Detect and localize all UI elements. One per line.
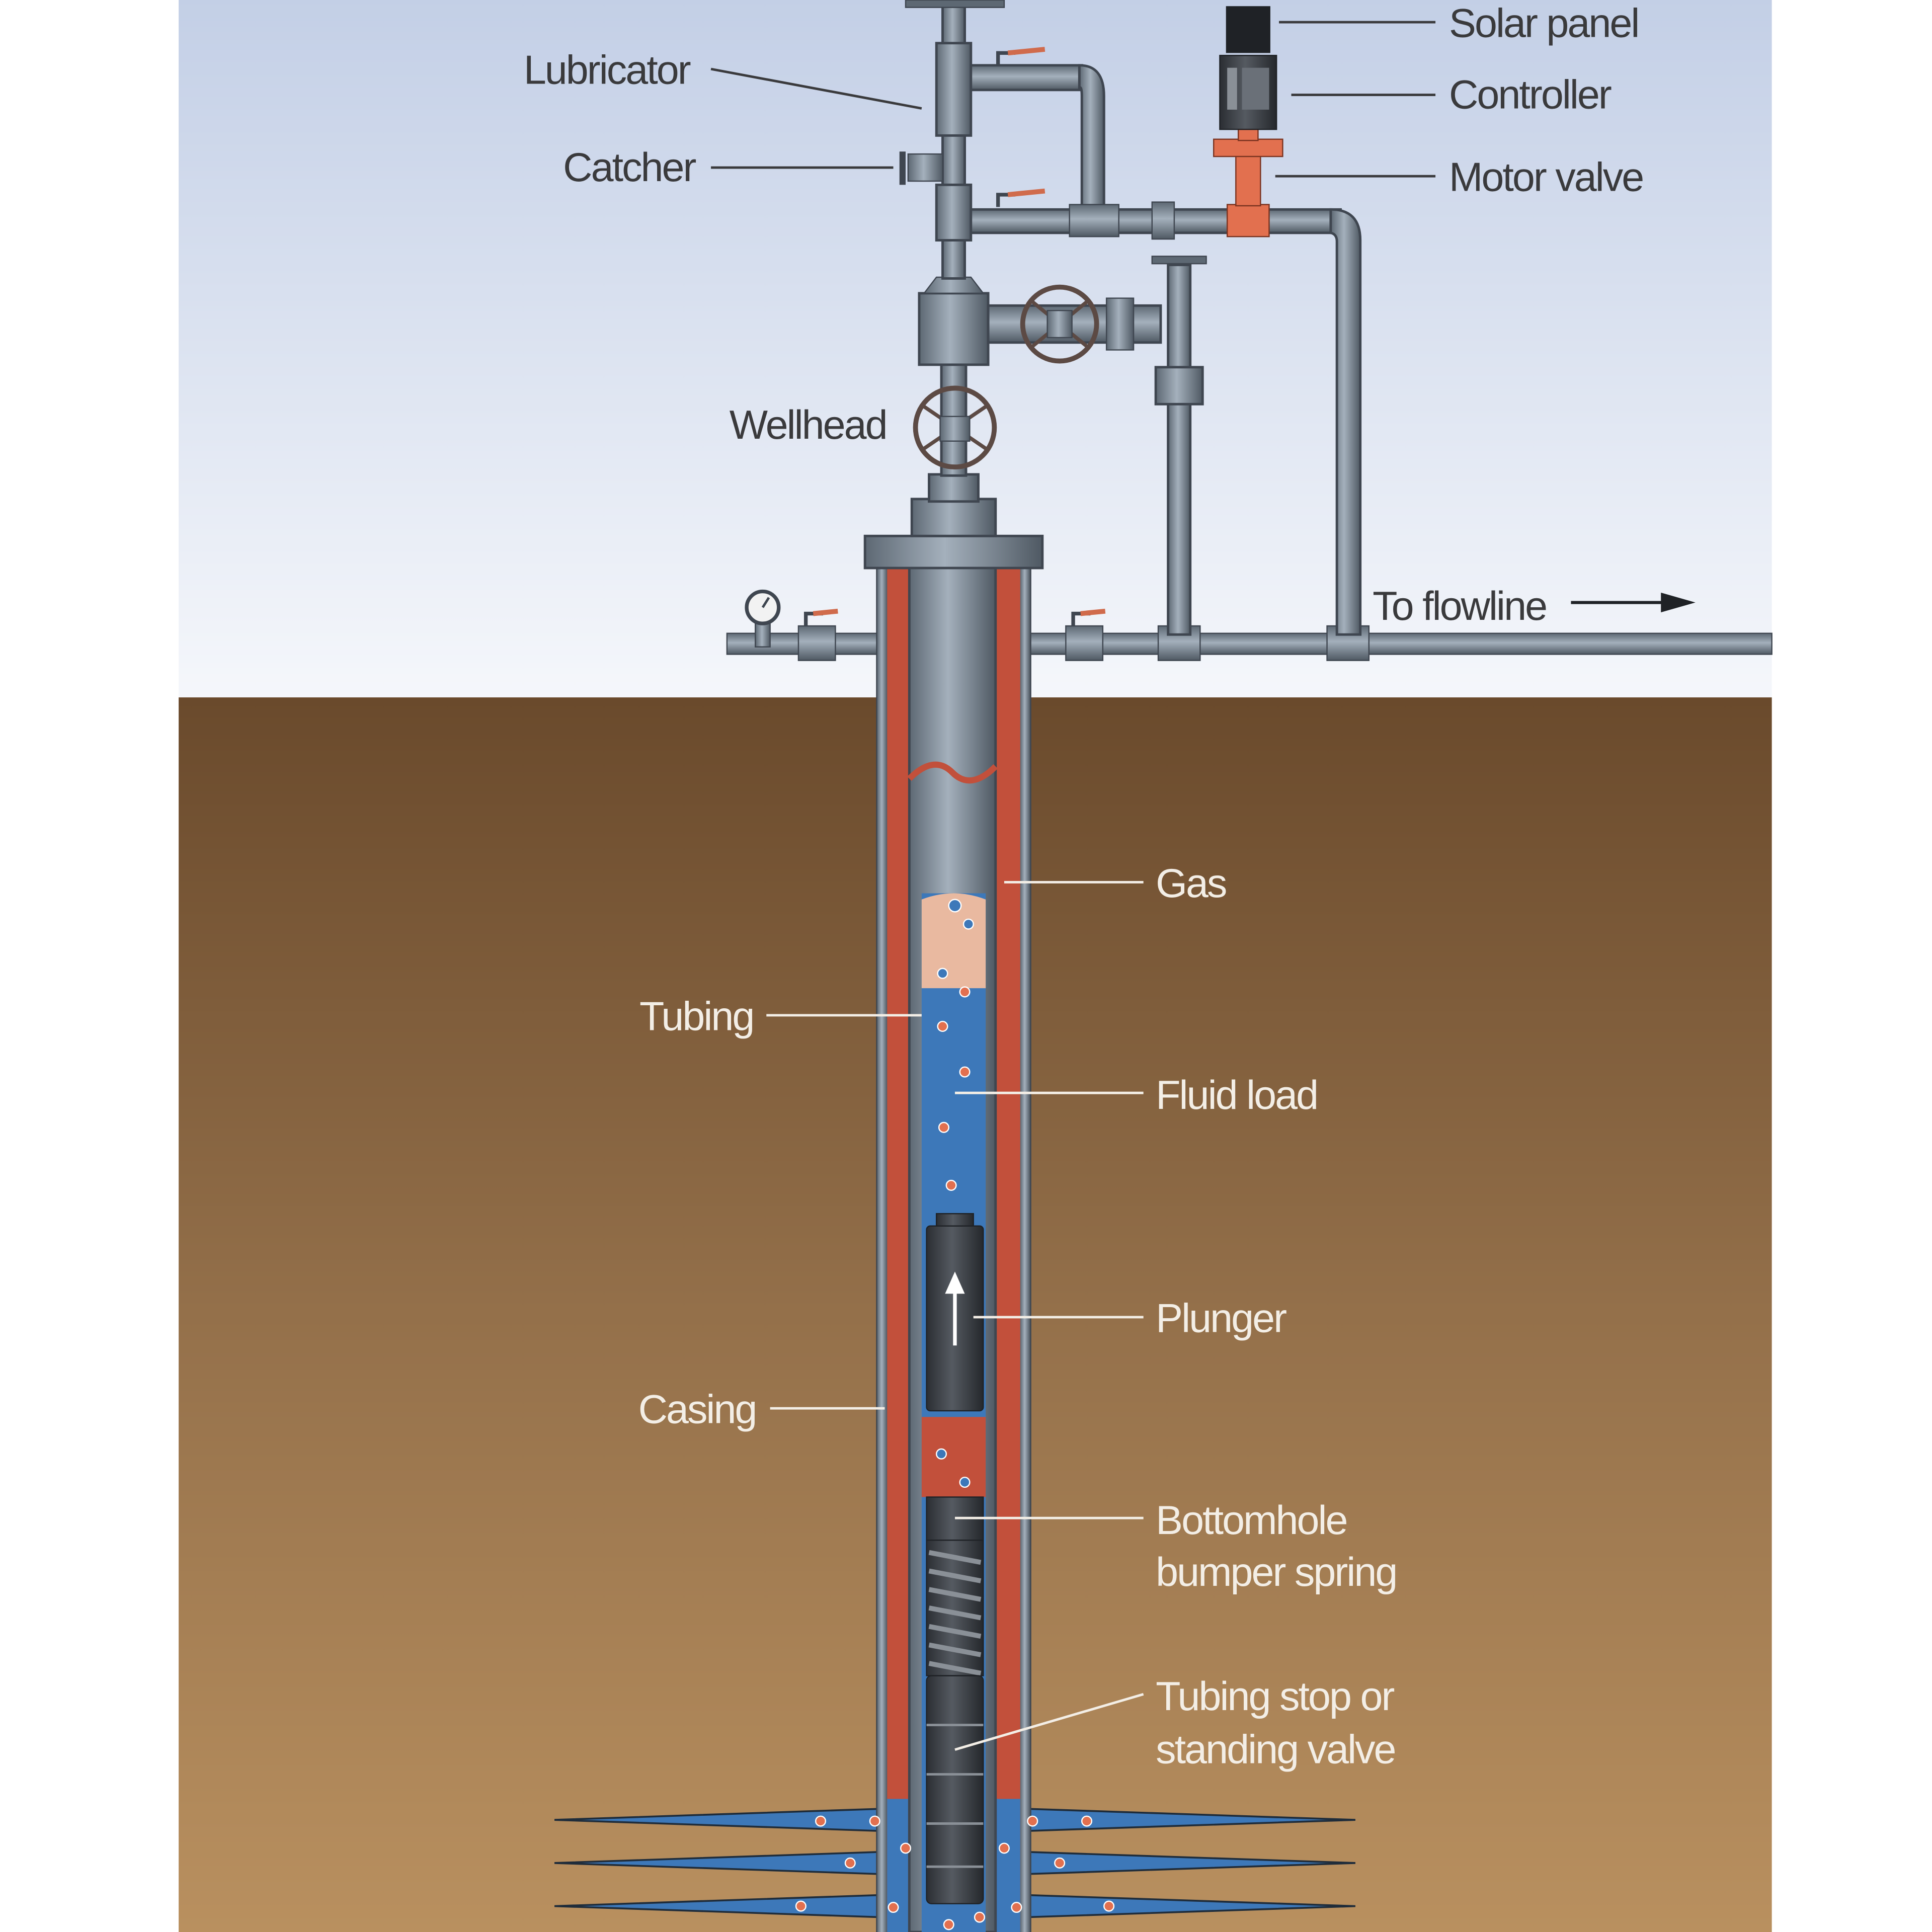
catcher [899, 151, 943, 185]
label-standing-valve-2: standing valve [1156, 1727, 1395, 1772]
production-line [970, 201, 1362, 636]
label-plunger: Plunger [1156, 1296, 1286, 1341]
gas-region [921, 893, 986, 989]
label-casing: Casing [638, 1387, 756, 1432]
label-tubing: Tubing [639, 994, 753, 1039]
controller [1219, 54, 1277, 130]
flowline-pipe [726, 608, 1773, 661]
label-controller: Controller [1449, 72, 1612, 118]
label-bumper-spring-1: Bottomhole [1156, 1498, 1346, 1543]
bypass-pipe [1151, 256, 1207, 636]
leader-lines [710, 21, 1436, 1751]
wellhead [863, 276, 1162, 570]
plunger [926, 1213, 984, 1412]
bumper-spring [926, 1496, 984, 1676]
label-catcher: Catcher [563, 145, 696, 190]
standing-valve [926, 1675, 984, 1904]
tubing-break [907, 761, 998, 784]
label-standing-valve-1: Tubing stop or [1156, 1674, 1394, 1719]
label-wellhead: Wellhead [730, 403, 887, 448]
label-lubricator: Lubricator [524, 48, 691, 93]
label-gas: Gas [1156, 861, 1226, 906]
label-fluid-load: Fluid load [1156, 1073, 1317, 1118]
flowline-arrow-icon [1571, 592, 1696, 613]
label-bumper-spring-2: bumper spring [1156, 1550, 1396, 1595]
label-solar-panel: Solar panel [1449, 1, 1638, 46]
wellhead-valve-wheel-icon [913, 385, 997, 470]
gas-bubbles [795, 899, 1115, 1930]
up-arrow-icon [945, 1271, 965, 1346]
wing-valve-wheel-icon [1020, 284, 1099, 364]
label-to-flowline: To flowline [1373, 584, 1546, 629]
lubricator [899, 0, 1105, 280]
pressure-gauge-icon [745, 589, 781, 648]
motor-valve [1213, 127, 1283, 237]
label-motor-valve: Motor valve [1449, 155, 1643, 200]
solar-panel [1226, 6, 1270, 53]
